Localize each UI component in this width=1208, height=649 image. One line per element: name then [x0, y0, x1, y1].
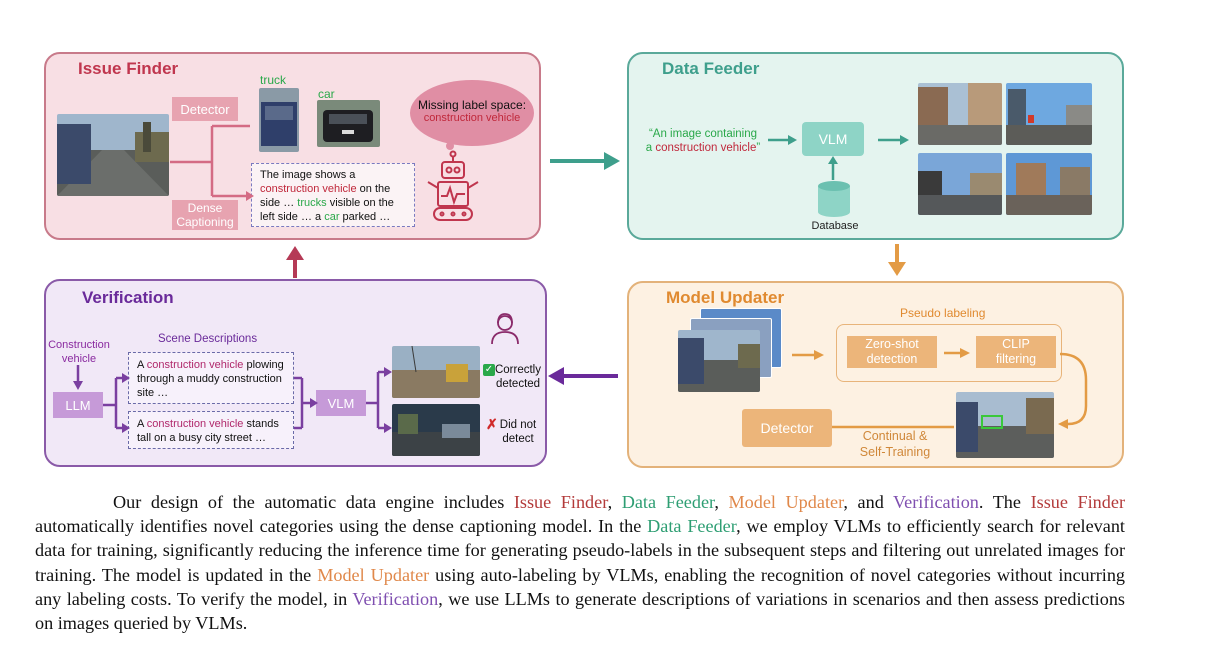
did-not-detect-label: Did not detect [499, 419, 537, 445]
street-photo [57, 114, 169, 196]
car-label: car [318, 87, 335, 101]
arrow-to-model-updater [888, 244, 906, 276]
caption-text-box: The image shows a construction vehicle o… [251, 163, 415, 227]
issue-finder-title: Issue Finder [78, 59, 179, 78]
dense-captioning-box: Dense Captioning [172, 200, 238, 230]
data-feeder-arrows [768, 135, 909, 145]
verification-title: Verification [82, 288, 174, 307]
retrieved-image-3 [918, 153, 1002, 215]
correctly-detected-label: Correctly detected [494, 364, 541, 390]
verification-image-correct [392, 346, 480, 398]
database-icon [818, 181, 850, 217]
verification-image-missed [392, 404, 480, 456]
person-icon [491, 313, 519, 345]
data-feeder-vlm-box: VLM [802, 122, 864, 156]
stack-to-pseudo-arrow [792, 350, 824, 360]
clip-filtering-box: CLIP filtering [976, 336, 1056, 368]
bubble-line2: construction vehicle [423, 112, 521, 124]
bubble-line1: Missing label space: [417, 98, 527, 112]
zero-to-clip-arrow [944, 348, 970, 358]
detector-box: Detector [172, 97, 238, 121]
scene-description-1: A construction vehicle plowing through a… [128, 352, 294, 404]
data-feeder-title: Data Feeder [662, 59, 760, 78]
arrow-to-issue-finder [286, 246, 304, 278]
arrow-to-verification [548, 367, 618, 385]
query-text: “An image containing a construction vehi… [645, 128, 761, 154]
labeled-image [956, 392, 1054, 458]
verification-vlm-box: VLM [316, 390, 366, 416]
model-updater-detector-box: Detector [742, 409, 832, 447]
vlm-db-arrow [828, 156, 838, 180]
truck-label: truck [260, 73, 287, 87]
issue-finder-connectors [170, 124, 254, 201]
model-updater-title: Model Updater [666, 288, 785, 307]
verification-connectors [103, 367, 392, 433]
scene-descriptions-label: Scene Descriptions [158, 333, 258, 345]
zero-shot-box: Zero-shot detection [847, 336, 937, 368]
continual-self-training-label: Continual & Self-Training [859, 429, 931, 459]
check-icon: ✓ [483, 364, 495, 376]
figure-caption: Our design of the automatic data engine … [35, 492, 1126, 634]
car-crop [317, 100, 380, 147]
retrieved-image-2 [1006, 83, 1092, 145]
cv-to-llm-arrow [73, 365, 83, 390]
truck-crop [259, 88, 299, 152]
pseudo-labeling-label: Pseudo labeling [900, 306, 986, 320]
arrow-to-data-feeder [550, 152, 620, 170]
training-image-stack-front [678, 330, 760, 392]
construction-vehicle-input: Construction vehicle [48, 339, 110, 365]
llm-box: LLM [53, 392, 103, 418]
scene-description-2: A construction vehicle stands tall on a … [128, 411, 294, 449]
cross-icon: ✗ [486, 416, 498, 432]
retrieved-image-1 [918, 83, 1002, 145]
database-label: Database [811, 220, 859, 232]
retrieved-image-4 [1006, 153, 1092, 215]
robot-icon [427, 135, 479, 221]
clip-to-image-arrow [1058, 352, 1088, 429]
missing-label-bubble [410, 80, 534, 146]
